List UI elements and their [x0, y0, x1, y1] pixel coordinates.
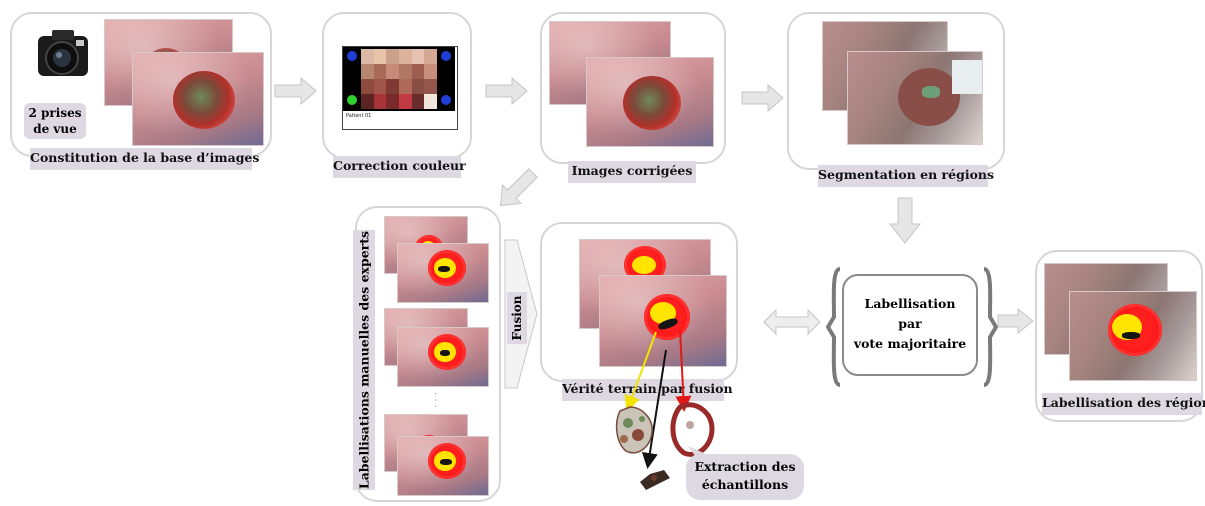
- step-corrected-label: Images corrigées: [568, 161, 696, 183]
- step-regions-label: Labellisation des régions: [1042, 393, 1205, 415]
- step-segmentation-label: Segmentation en régions: [818, 165, 994, 187]
- color-chart-icon: Patient 01: [342, 46, 458, 130]
- extracted-sample-red: [670, 402, 715, 457]
- fusion-label-box: Fusion: [507, 292, 527, 344]
- callout-pointer: [688, 446, 706, 460]
- arrow-right: [997, 307, 1034, 335]
- double-arrow: [763, 308, 821, 336]
- more-experts-dots: · · ·: [429, 392, 440, 408]
- shot-count-badge: 2 prises de vue: [24, 103, 86, 139]
- corrected-photo-front: [587, 58, 713, 146]
- step-constitution-label: Constitution de la base d’images: [30, 148, 259, 170]
- chart-caption: Patient 01: [346, 113, 372, 119]
- expert1-photo-front: [398, 244, 488, 302]
- extracted-sample-yellow: [615, 406, 653, 454]
- arrow-right: [274, 76, 317, 106]
- segmented-photo-front: [848, 52, 982, 144]
- wound-photo-front: [133, 53, 263, 145]
- step-correction-label: Correction couleur: [333, 156, 466, 178]
- experts-vertical-label: Labellisations manuelles des experts: [353, 230, 375, 490]
- extracted-sample-black: [640, 470, 670, 490]
- extraction-arrows: [624, 329, 692, 469]
- arrow-down-left: [499, 168, 538, 207]
- regions-photo-front: [1070, 292, 1196, 380]
- vote-bracket-left: [825, 267, 841, 387]
- ground-truth-photo-front: [600, 276, 726, 366]
- vote-bracket-right: [982, 267, 999, 387]
- camera-icon: [38, 30, 88, 76]
- arrow-right: [485, 76, 528, 106]
- expert2-photo-front: [398, 328, 488, 386]
- arrow-down: [888, 197, 922, 244]
- vote-box: Labellisation par vote majoritaire: [842, 274, 978, 376]
- arrow-right: [741, 83, 784, 113]
- expert3-photo-front: [398, 437, 488, 495]
- extraction-callout: Extraction des échantillons: [686, 454, 804, 500]
